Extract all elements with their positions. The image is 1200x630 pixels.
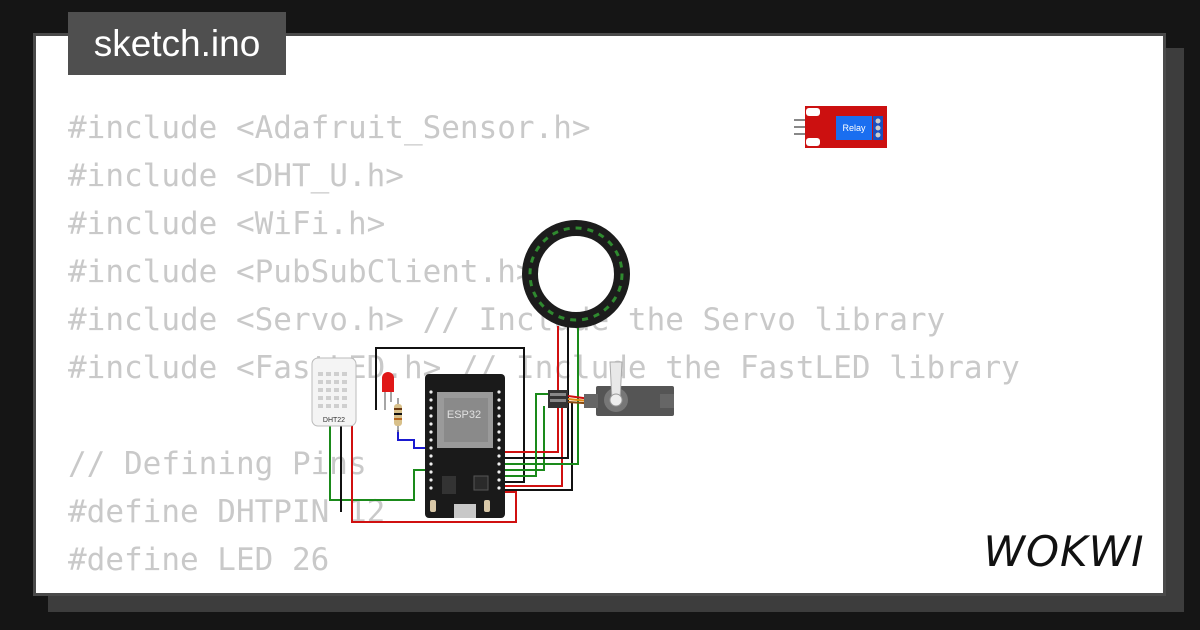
file-name-badge: sketch.ino xyxy=(68,12,286,75)
wires xyxy=(329,326,579,523)
wire-green-relay xyxy=(504,393,548,477)
wire-green-dht xyxy=(329,426,430,501)
code-line: #define SERVO_PIN 2 // Servo motor pin xyxy=(68,584,1020,593)
resistor xyxy=(394,398,402,432)
wire-green-servo xyxy=(504,406,545,471)
dht-label: DHT22 xyxy=(323,417,345,424)
code-line: #include <WiFi.h> xyxy=(68,206,386,242)
code-preview: #include <Adafruit_Sensor.h> #include <DH… xyxy=(68,104,1020,593)
esp32-label: ESP32 xyxy=(447,409,481,421)
wire-red-servo xyxy=(504,398,563,487)
code-line: #define DHTPIN 12 xyxy=(68,494,386,530)
wire-black-ring xyxy=(504,326,569,459)
code-line: #include <DHT_U.h> xyxy=(68,158,404,194)
wire-black-servo xyxy=(504,402,573,491)
code-line: #include <Adafruit_Sensor.h> xyxy=(68,110,591,146)
code-line: #include <PubSubClient.h> xyxy=(68,254,535,290)
servo-motor[interactable] xyxy=(548,361,674,416)
wire-blue xyxy=(397,430,430,449)
wire-red-ring xyxy=(504,326,559,453)
dht22-sensor[interactable]: DHT22 xyxy=(311,357,357,427)
wire-red-dht xyxy=(351,426,517,523)
relay-label: Relay xyxy=(842,123,866,133)
red-led[interactable] xyxy=(382,372,394,410)
wokwi-logo-text: WOKWI xyxy=(983,528,1144,576)
esp32-board[interactable]: ESP32 xyxy=(425,374,505,518)
code-line: #define LED 26 xyxy=(68,542,330,578)
wokwi-logo[interactable]: WOKWI xyxy=(976,528,1152,576)
neopixel-ring[interactable] xyxy=(522,220,630,328)
relay-module[interactable]: Relay xyxy=(794,106,887,148)
code-line: #include <Servo.h> // Include the Servo … xyxy=(68,302,946,338)
wire-green-ring xyxy=(504,326,579,465)
wire-black xyxy=(375,347,525,483)
